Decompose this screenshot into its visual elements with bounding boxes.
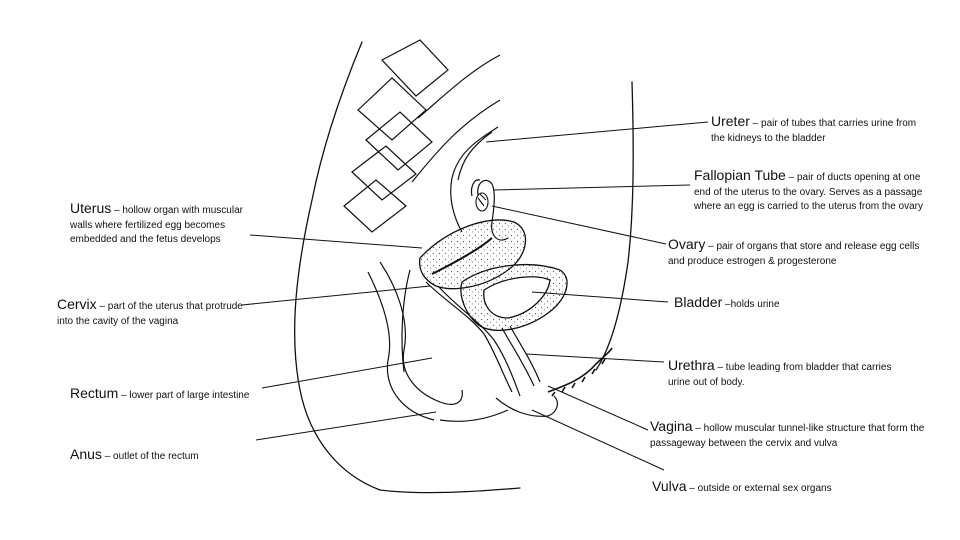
label-desc: – pair of ducts opening at one end of th… — [694, 172, 924, 212]
label-desc: – part of the uterus that protrude into … — [57, 301, 243, 327]
ovary — [475, 192, 489, 212]
ureter — [450, 126, 499, 233]
spine-vertebrae — [343, 39, 501, 233]
label-vagina: Vagina – hollow muscular tunnel-like str… — [650, 416, 940, 451]
label-term: Vagina — [650, 418, 693, 434]
urethra — [501, 325, 541, 387]
pubic-hair — [547, 347, 613, 397]
label-term: Ureter — [711, 113, 750, 129]
label-desc: – lower part of large intestine — [118, 390, 250, 401]
label-cervix: Cervix – part of the uterus that protrud… — [57, 294, 255, 329]
label-vulva: Vulva – outside or external sex organs — [652, 476, 932, 497]
label-desc: – outside or external sex organs — [686, 483, 832, 494]
label-term: Rectum — [70, 385, 119, 401]
label-ovary: Ovary – pair of organs that store and re… — [668, 234, 938, 269]
bladder — [460, 263, 568, 332]
label-term: Urethra — [668, 357, 715, 373]
label-desc: – pair of tubes that carries urine from … — [711, 118, 917, 144]
label-term: Uterus — [70, 200, 112, 216]
label-desc: –holds urine — [722, 299, 780, 310]
label-rectum: Rectum – lower part of large intestine — [70, 383, 252, 404]
label-term: Cervix — [57, 296, 97, 312]
label-term: Ovary — [668, 236, 706, 252]
label-anus: Anus – outlet of the rectum — [70, 444, 310, 465]
label-desc: – hollow organ with muscular walls where… — [70, 205, 243, 245]
label-term: Anus — [70, 446, 102, 462]
body-outline — [294, 41, 634, 494]
label-desc: – tube leading from bladder that carries… — [668, 362, 892, 388]
label-term: Vulva — [652, 478, 687, 494]
label-bladder: Bladder –holds urine — [674, 292, 874, 313]
leader-lines — [241, 121, 709, 471]
label-term: Fallopian Tube — [694, 167, 786, 183]
label-desc: – hollow muscular tunnel-like structure … — [650, 423, 925, 449]
label-ureter: Ureter – pair of tubes that carries urin… — [711, 111, 921, 146]
label-urethra: Urethra – tube leading from bladder that… — [668, 355, 908, 390]
rectum — [367, 261, 463, 421]
vulva — [439, 395, 558, 422]
label-fallopian-tube: Fallopian Tube – pair of ducts opening a… — [694, 165, 939, 215]
label-uterus: Uterus – hollow organ with muscular wall… — [70, 198, 255, 248]
label-desc: – outlet of the rectum — [101, 451, 199, 462]
label-term: Bladder — [674, 294, 723, 310]
label-desc: – pair of organs that store and release … — [668, 241, 920, 267]
